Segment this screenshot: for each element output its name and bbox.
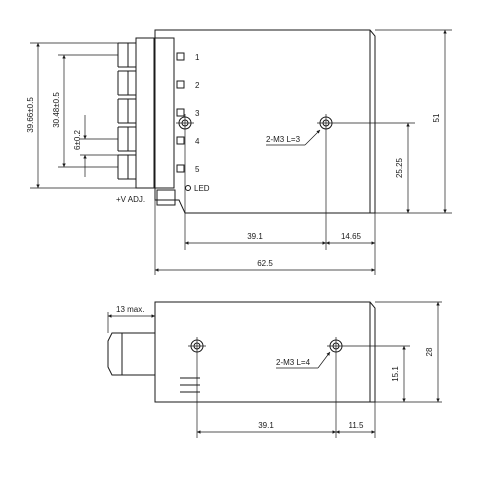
dim-width: 62.5 xyxy=(257,259,273,268)
dim-hole-x1: 39.1 xyxy=(247,232,263,241)
dim-height-outer: 39.66±0.5 xyxy=(26,97,35,133)
mounting-hole xyxy=(327,337,345,355)
dim-hole-y: 25.25 xyxy=(395,157,404,178)
top-case-outline xyxy=(154,29,376,214)
side-view: 2-M3 L=4 13 max. 28 15.1 39.1 11.5 xyxy=(107,301,442,438)
dim-side-hole-x1: 39.1 xyxy=(258,421,274,430)
dim-terminal: 13 max. xyxy=(116,305,144,314)
dim-side-height: 28 xyxy=(425,347,434,356)
pin-label: 1 xyxy=(195,53,200,62)
pin-label: 3 xyxy=(195,109,200,118)
mounting-hole xyxy=(188,337,206,355)
pin-label: 5 xyxy=(195,165,200,174)
dim-height-total: 51 xyxy=(432,113,441,122)
led-indicator xyxy=(185,185,191,191)
mounting-hole xyxy=(176,114,194,132)
pin-label: 4 xyxy=(195,137,200,146)
dim-height-inner: 30.48±0.5 xyxy=(52,92,61,128)
pin-label: 2 xyxy=(195,81,200,90)
mount-note: 2-M3 L=3 xyxy=(266,135,301,144)
terminal-block: 1 2 3 4 5 xyxy=(117,37,200,189)
v-adj-label: +V ADJ. xyxy=(116,195,145,204)
dim-side-hole-x2: 11.5 xyxy=(349,421,365,430)
mount-note: 2-M3 L=4 xyxy=(276,358,311,367)
v-adj-trimmer xyxy=(156,189,176,206)
side-terminal xyxy=(107,332,155,376)
mounting-hole xyxy=(317,114,335,132)
dim-side-hole-y: 15.1 xyxy=(391,366,400,382)
top-view: 1 2 3 4 5 LED +V ADJ. 2-M3 L=3 xyxy=(26,29,452,275)
dim-hole-x2: 14.65 xyxy=(341,232,362,241)
side-case-outline xyxy=(154,301,376,403)
dim-pitch: 6±0.2 xyxy=(73,129,82,150)
led-label: LED xyxy=(194,184,210,193)
